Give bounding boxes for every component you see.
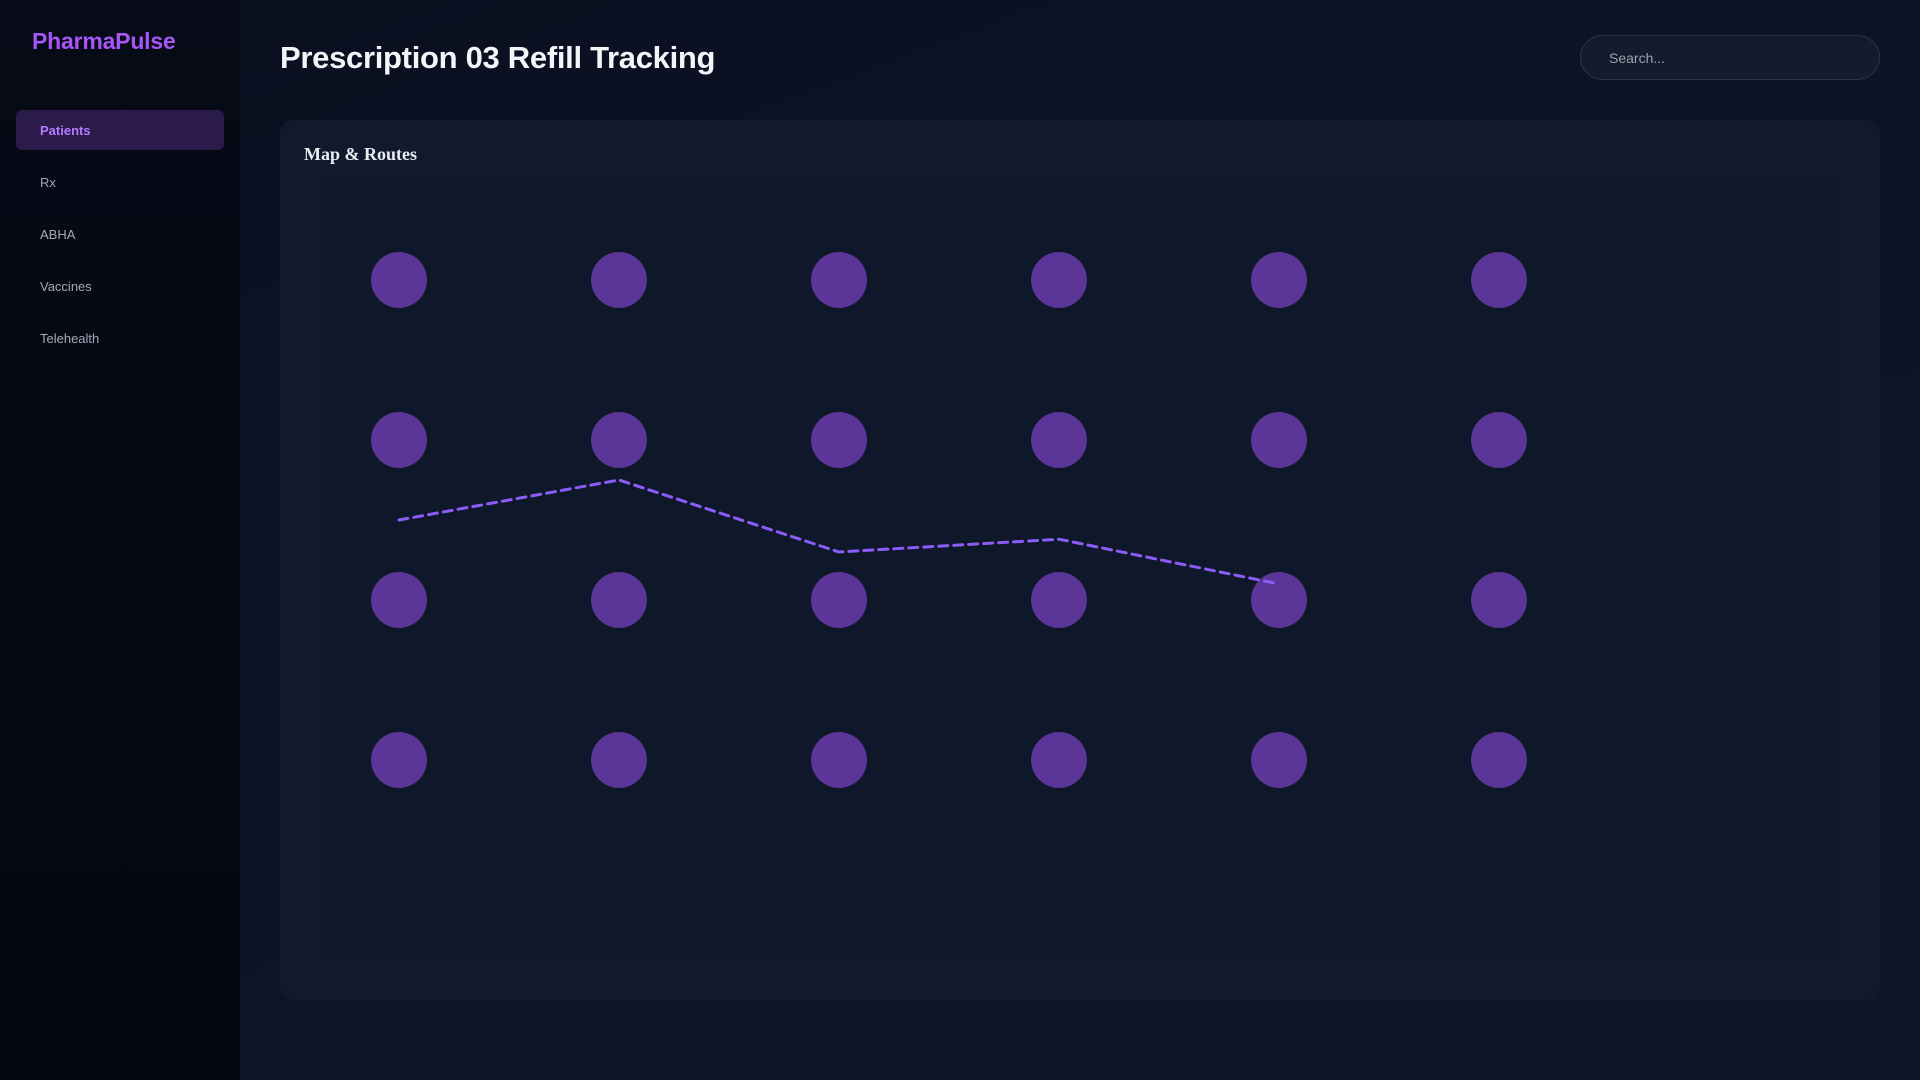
map-marker-r2-c2[interactable]	[811, 572, 867, 628]
map-marker-r3-c1[interactable]	[591, 732, 647, 788]
map-marker-r1-c4[interactable]	[1251, 412, 1307, 468]
sidebar-item-telehealth[interactable]: Telehealth	[16, 318, 224, 358]
map-marker-r2-c0[interactable]	[371, 572, 427, 628]
map-marker-r1-c5[interactable]	[1471, 412, 1527, 468]
marker-layer	[371, 252, 1527, 788]
map-marker-r1-c1[interactable]	[591, 412, 647, 468]
sidebar-item-vaccines[interactable]: Vaccines	[16, 266, 224, 306]
map-marker-r0-c2[interactable]	[811, 252, 867, 308]
map-marker-r0-c1[interactable]	[591, 252, 647, 308]
map-canvas[interactable]	[320, 180, 1840, 960]
search-input[interactable]	[1580, 35, 1880, 80]
map-marker-r1-c3[interactable]	[1031, 412, 1087, 468]
search-box	[1580, 35, 1880, 80]
map-marker-r1-c0[interactable]	[371, 412, 427, 468]
sidebar: PharmaPulse Patients Rx ABHA Vaccines Te…	[0, 0, 240, 1080]
sidebar-item-label: ABHA	[40, 226, 76, 242]
sidebar-nav: Patients Rx ABHA Vaccines Telehealth	[16, 110, 224, 370]
brand-logo[interactable]: PharmaPulse	[32, 28, 176, 54]
map-marker-r0-c0[interactable]	[371, 252, 427, 308]
sidebar-item-label: Telehealth	[40, 330, 100, 346]
map-marker-r3-c2[interactable]	[811, 732, 867, 788]
map-marker-r0-c3[interactable]	[1031, 252, 1087, 308]
map-marker-r2-c4[interactable]	[1251, 572, 1307, 628]
sidebar-item-label: Patients	[40, 122, 91, 138]
panel-title: Map & Routes	[304, 144, 417, 164]
route-line	[397, 478, 1281, 586]
sidebar-item-rx[interactable]: Rx	[16, 162, 224, 202]
map-marker-r0-c5[interactable]	[1471, 252, 1527, 308]
sidebar-item-label: Rx	[40, 174, 56, 190]
sidebar-item-label: Vaccines	[40, 278, 92, 294]
sidebar-item-abha[interactable]: ABHA	[16, 214, 224, 254]
map-marker-r2-c1[interactable]	[591, 572, 647, 628]
map-marker-r3-c0[interactable]	[371, 732, 427, 788]
map-marker-r0-c4[interactable]	[1251, 252, 1307, 308]
map-panel: Map & Routes	[280, 120, 1880, 1000]
map-svg	[371, 252, 1527, 788]
map-marker-r2-c5[interactable]	[1471, 572, 1527, 628]
map-marker-r3-c3[interactable]	[1031, 732, 1087, 788]
map-marker-r1-c2[interactable]	[811, 412, 867, 468]
page-title: Prescription 03 Refill Tracking	[280, 40, 716, 75]
map-marker-r3-c4[interactable]	[1251, 732, 1307, 788]
map-marker-r2-c3[interactable]	[1031, 572, 1087, 628]
map-marker-r3-c5[interactable]	[1471, 732, 1527, 788]
sidebar-item-patients[interactable]: Patients	[16, 110, 224, 150]
